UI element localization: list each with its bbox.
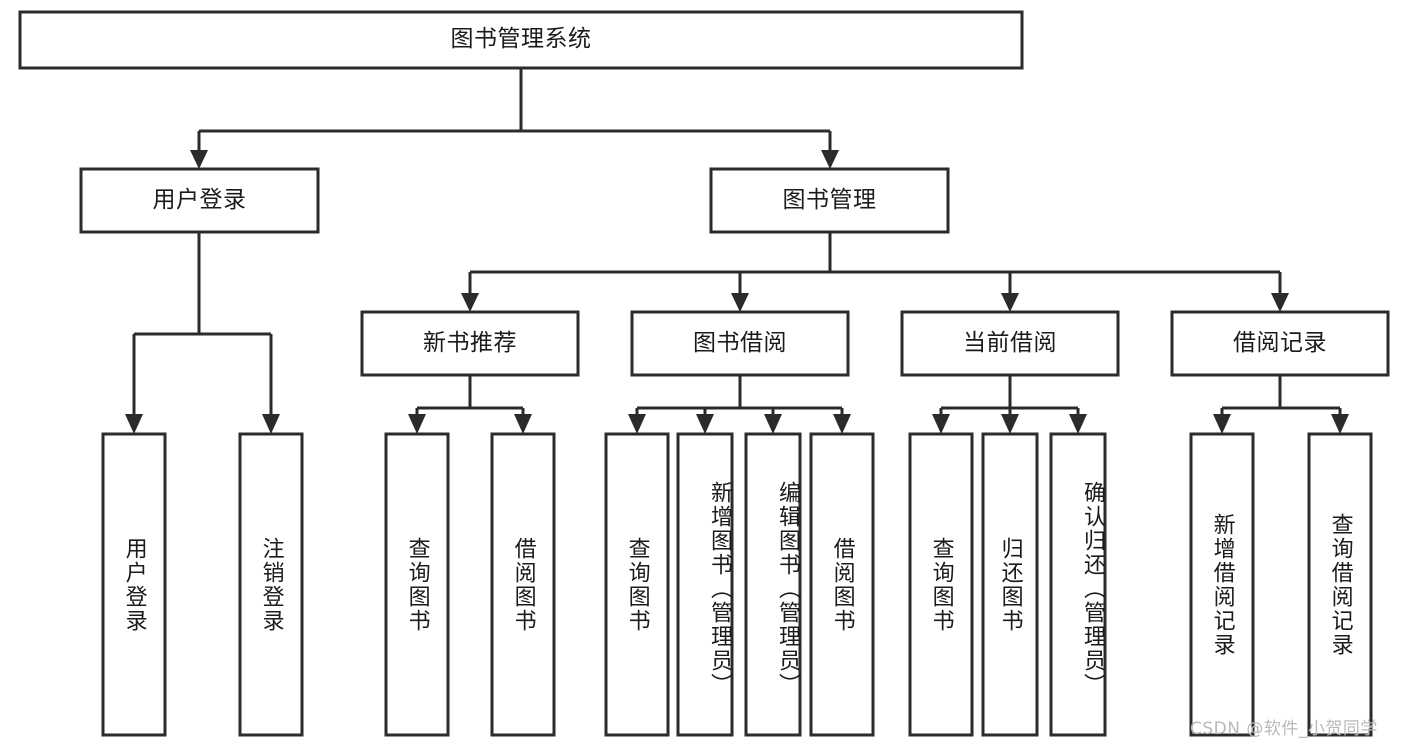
connector-userlogin-to-leaves bbox=[125, 232, 280, 434]
connector-currentborrow-to-leaves bbox=[932, 375, 1087, 434]
node-leaf-user-logout[interactable] bbox=[238, 432, 304, 737]
node-leaf-recommend-borrow[interactable] bbox=[490, 432, 556, 737]
node-borrow-record[interactable] bbox=[1170, 310, 1390, 377]
node-leaf-user-login[interactable] bbox=[101, 432, 167, 737]
node-leaf-record-add[interactable] bbox=[1189, 432, 1255, 737]
connector-bookmanage-to-level3 bbox=[461, 232, 1289, 312]
node-book-borrow[interactable] bbox=[630, 310, 850, 377]
node-book-manage[interactable] bbox=[709, 167, 950, 234]
node-current-borrow[interactable] bbox=[900, 310, 1120, 377]
connector-recommend-to-leaves bbox=[408, 375, 532, 434]
node-leaf-recommend-query[interactable] bbox=[384, 432, 450, 737]
node-leaf-borrow-edit[interactable] bbox=[744, 432, 802, 737]
node-root[interactable] bbox=[18, 10, 1024, 70]
connector-bookborrow-to-leaves bbox=[628, 375, 851, 434]
node-leaf-current-return[interactable] bbox=[981, 432, 1039, 737]
node-leaf-borrow-query[interactable] bbox=[604, 432, 670, 737]
node-new-book-recommend[interactable] bbox=[360, 310, 580, 377]
node-leaf-record-query[interactable] bbox=[1307, 432, 1373, 737]
node-leaf-borrow-add[interactable] bbox=[676, 432, 734, 737]
connector-borrowrecord-to-leaves bbox=[1213, 375, 1349, 434]
connector-root-to-level2 bbox=[190, 68, 839, 169]
node-user-login[interactable] bbox=[79, 167, 320, 234]
node-leaf-current-query[interactable] bbox=[908, 432, 974, 737]
node-leaf-current-confirm[interactable] bbox=[1049, 432, 1107, 737]
node-leaf-borrow-lend[interactable] bbox=[809, 432, 875, 737]
